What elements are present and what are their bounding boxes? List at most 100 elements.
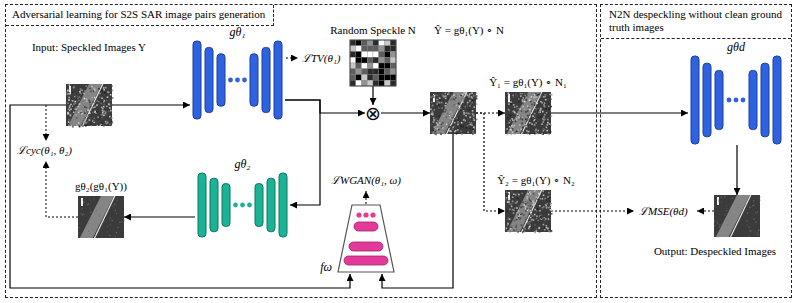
noise-dot bbox=[473, 130, 475, 132]
noise-dot bbox=[547, 227, 549, 229]
noise-dot bbox=[99, 97, 101, 99]
noise-dot bbox=[531, 123, 533, 125]
noise-dot bbox=[507, 117, 509, 119]
noise-dot bbox=[103, 106, 105, 108]
noise-dot bbox=[84, 112, 86, 114]
noise-dot bbox=[749, 231, 750, 232]
noise-dot bbox=[530, 214, 532, 216]
noise-dot bbox=[544, 118, 546, 120]
noise-dot bbox=[448, 109, 450, 111]
noise-dot bbox=[79, 96, 81, 98]
image-pier bbox=[81, 198, 83, 206]
layer-dot bbox=[356, 212, 361, 217]
noise-dot bbox=[432, 105, 434, 107]
noise-dot bbox=[537, 120, 539, 122]
noise-dot bbox=[537, 220, 539, 222]
noise-dot bbox=[78, 100, 80, 102]
noise-dot bbox=[92, 118, 94, 120]
noise-dot bbox=[438, 107, 440, 109]
noise-dot bbox=[714, 205, 715, 206]
noise-dot bbox=[97, 207, 98, 208]
noise-dot bbox=[532, 215, 534, 217]
noise-dot bbox=[90, 106, 92, 108]
noise-dot bbox=[513, 230, 515, 232]
image-shore bbox=[95, 196, 115, 238]
image-tile: Ŷ = gθ₁(Y) ∘ N bbox=[430, 92, 476, 134]
noise-dot bbox=[545, 205, 547, 207]
noise-dot bbox=[431, 124, 433, 126]
noise-dot bbox=[68, 99, 70, 101]
speckle-cell bbox=[367, 40, 373, 46]
noise-dot bbox=[526, 120, 528, 122]
noise-dot bbox=[551, 213, 553, 215]
noise-dot bbox=[544, 217, 546, 219]
noise-dot bbox=[549, 197, 551, 199]
noise-dot bbox=[509, 218, 511, 220]
noise-dot bbox=[535, 128, 537, 130]
noise-dot bbox=[517, 119, 519, 121]
noise-dot bbox=[512, 126, 514, 128]
noise-dot bbox=[80, 112, 82, 114]
node-figure bbox=[505, 92, 551, 134]
noise-dot bbox=[535, 130, 537, 132]
noise-dot bbox=[522, 99, 524, 101]
dashed-region: N2N despeckling without clean ground tru… bbox=[600, 4, 792, 298]
noise-dot bbox=[517, 129, 519, 131]
noise-dot bbox=[516, 215, 518, 217]
noise-dot bbox=[548, 134, 550, 136]
noise-dot bbox=[507, 94, 509, 96]
noise-dot bbox=[101, 101, 103, 103]
speckle-cell bbox=[379, 63, 385, 69]
noise-dot bbox=[101, 90, 103, 92]
noise-dot bbox=[539, 210, 541, 212]
noise-dot bbox=[522, 127, 524, 129]
noise-dot bbox=[91, 97, 93, 99]
noise-dot bbox=[524, 228, 526, 230]
noise-dot bbox=[544, 118, 546, 120]
noise-dot bbox=[448, 124, 450, 126]
noise-dot bbox=[533, 219, 535, 221]
noise-dot bbox=[70, 115, 72, 117]
noise-dot bbox=[116, 232, 117, 233]
noise-dot bbox=[445, 102, 447, 104]
noise-dot bbox=[473, 95, 475, 97]
noise-dot bbox=[103, 119, 105, 121]
layer-bar bbox=[205, 47, 213, 112]
noise-dot bbox=[527, 202, 529, 204]
text-holder: gθ₂(gθ₁(Y)) bbox=[74, 180, 128, 193]
noise-dot bbox=[472, 134, 474, 136]
noise-dot bbox=[536, 228, 538, 230]
noise-dot bbox=[437, 103, 439, 105]
noise-dot bbox=[526, 95, 528, 97]
noise-dot bbox=[71, 100, 73, 102]
noise-dot bbox=[518, 217, 520, 219]
noise-dot bbox=[89, 86, 91, 88]
noise-dot bbox=[719, 224, 720, 225]
noise-dot bbox=[732, 208, 733, 209]
noise-dot bbox=[92, 120, 94, 122]
noise-dot bbox=[72, 105, 74, 107]
noise-dot bbox=[94, 122, 96, 124]
noise-dot bbox=[449, 94, 451, 96]
noise-dot bbox=[87, 204, 88, 205]
noise-dot bbox=[104, 93, 106, 95]
speckle-cell bbox=[390, 40, 396, 46]
noise-dot bbox=[473, 106, 475, 108]
noise-dot bbox=[721, 197, 722, 198]
node-figure bbox=[688, 55, 784, 145]
noise-dot bbox=[108, 210, 109, 211]
noise-dot bbox=[110, 199, 111, 200]
noise-dot bbox=[106, 114, 108, 116]
noise-dot bbox=[724, 196, 725, 197]
noise-dot bbox=[726, 205, 727, 206]
noise-dot bbox=[546, 130, 548, 132]
noise-dot bbox=[508, 229, 510, 231]
noise-dot bbox=[543, 224, 545, 226]
text-holder: Ŷ₂ = gθ₁(Y) ∘ N₂ bbox=[496, 174, 576, 187]
noise-dot bbox=[507, 122, 509, 124]
noise-dot bbox=[510, 129, 512, 131]
noise-dot bbox=[454, 131, 456, 133]
noise-dot bbox=[449, 117, 451, 119]
noise-dot bbox=[440, 133, 442, 135]
noise-dot bbox=[85, 118, 87, 120]
